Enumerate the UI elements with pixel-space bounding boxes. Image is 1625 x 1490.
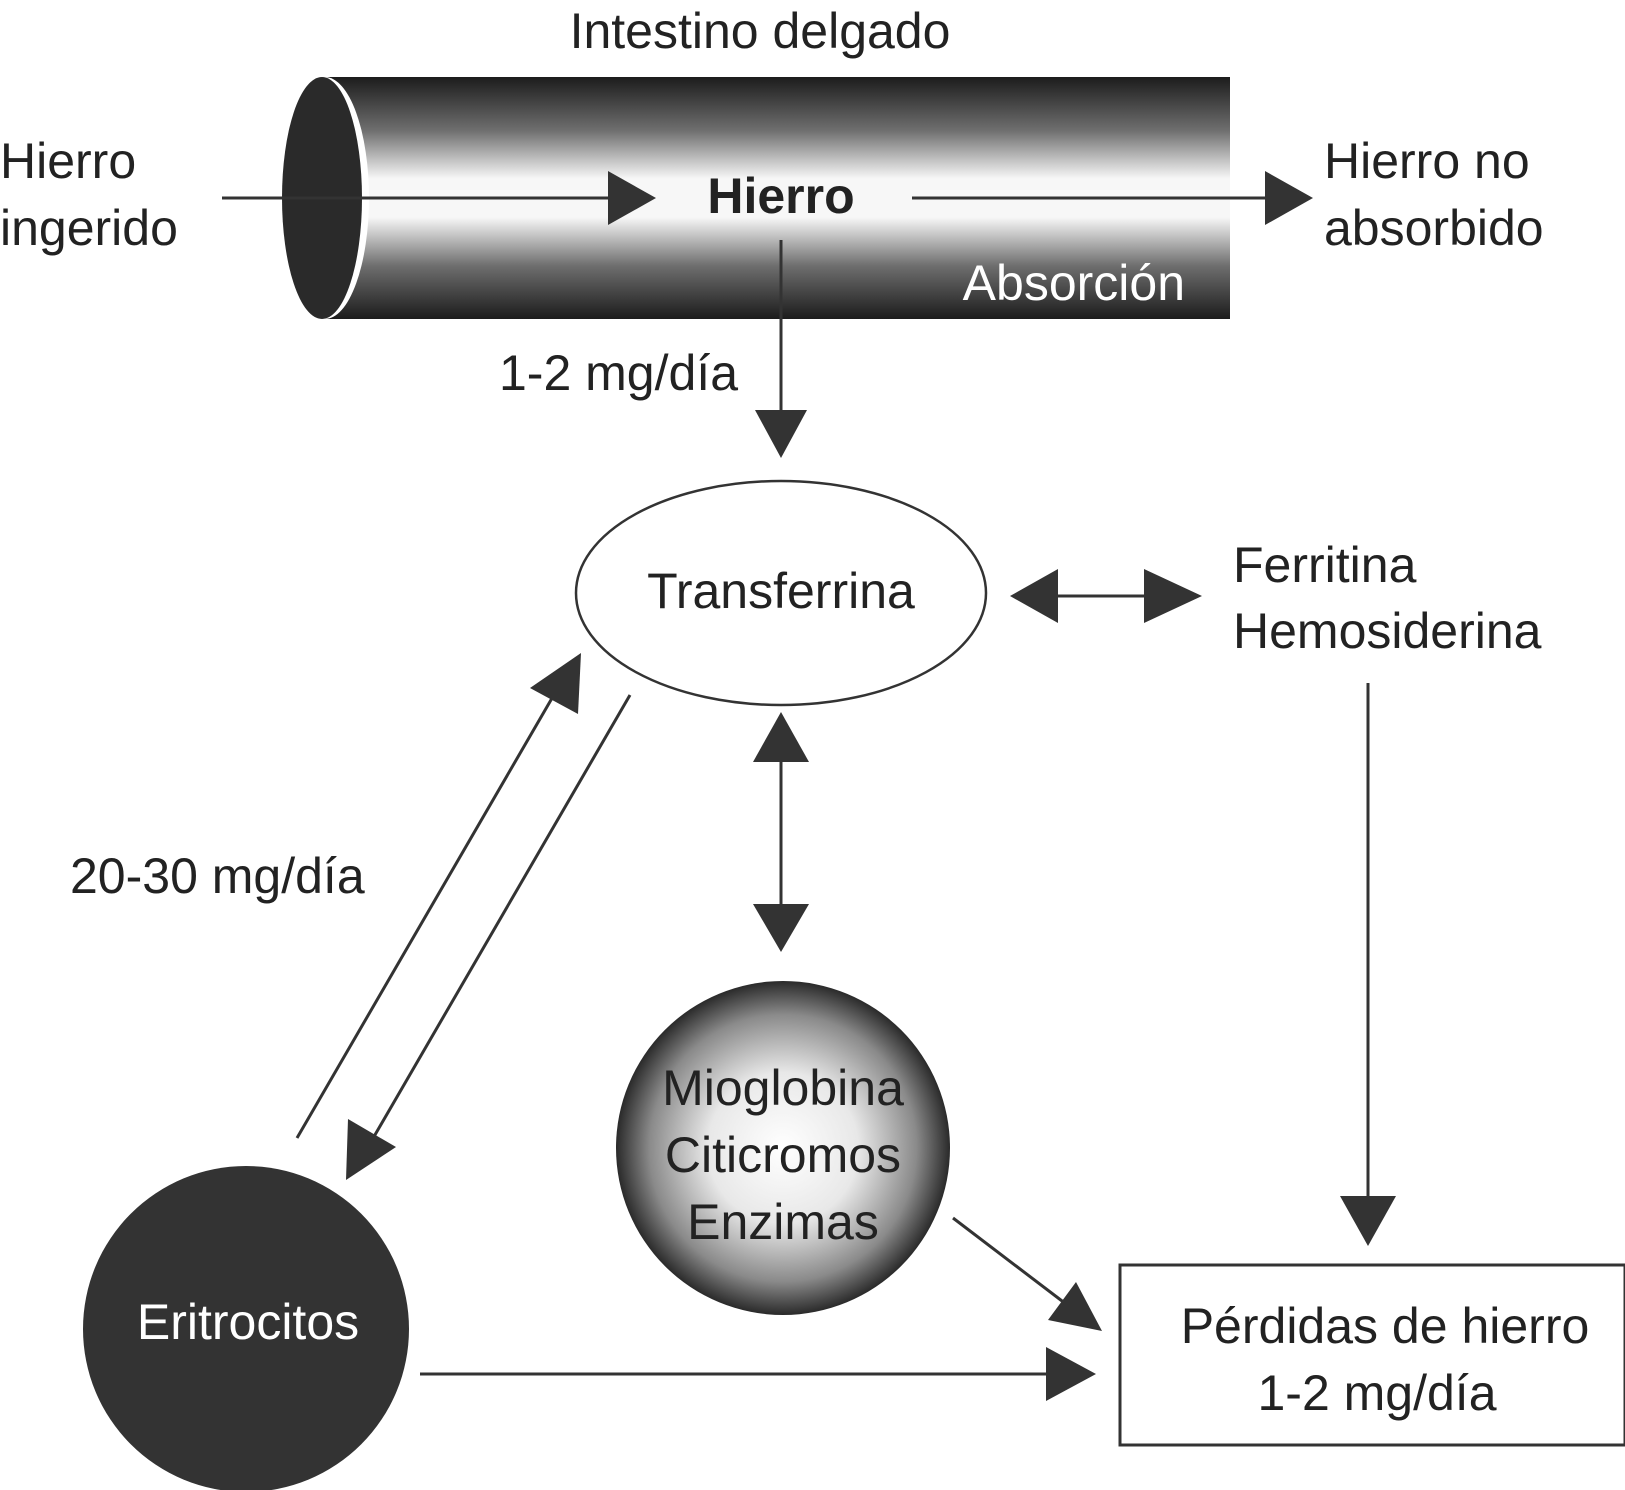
transferrin-myoglobin-arrow bbox=[753, 712, 809, 952]
ingested-iron-label-2: ingerido bbox=[0, 200, 178, 256]
cytochromes-label: Citicromos bbox=[665, 1127, 901, 1183]
erythrocytes-to-transferrin-arrow bbox=[295, 653, 581, 1139]
absorption-arrow bbox=[755, 240, 807, 458]
erythrocytes-label: Eritrocitos bbox=[137, 1294, 359, 1350]
iron-losses-rate-label: 1-2 mg/día bbox=[1257, 1365, 1496, 1421]
absorption-label: Absorción bbox=[963, 255, 1185, 311]
ingested-arrow bbox=[222, 171, 656, 225]
myoglobin-to-losses-arrow bbox=[952, 1216, 1102, 1331]
erythrocytes-node bbox=[83, 1166, 409, 1490]
iron-losses-box bbox=[1118, 1263, 1625, 1447]
ingested-iron-label: Hierro bbox=[0, 133, 136, 189]
transferrin-ferritin-arrow bbox=[1010, 569, 1202, 623]
hemosiderin-label: Hemosiderina bbox=[1233, 603, 1542, 659]
intestine-title: Intestino delgado bbox=[570, 3, 951, 59]
enzymes-label: Enzimas bbox=[687, 1194, 879, 1250]
unabsorbed-iron-label-2: absorbido bbox=[1324, 200, 1544, 256]
erythrocyte-rate-label: 20-30 mg/día bbox=[70, 848, 365, 904]
transferrin-label: Transferrina bbox=[647, 563, 915, 619]
iron-center-label: Hierro bbox=[707, 168, 854, 224]
ferritin-to-losses-arrow bbox=[1340, 683, 1396, 1246]
transferrin-node bbox=[574, 479, 988, 707]
erythrocytes-to-losses-arrow bbox=[420, 1347, 1096, 1401]
absorption-rate-label: 1-2 mg/día bbox=[499, 345, 738, 401]
iron-losses-label: Pérdidas de hierro bbox=[1181, 1298, 1590, 1354]
transferrin-to-erythrocytes-arrow bbox=[346, 694, 632, 1180]
ferritin-label: Ferritina bbox=[1233, 537, 1417, 593]
myoglobin-sphere bbox=[616, 981, 950, 1315]
unabsorbed-iron-label: Hierro no bbox=[1324, 133, 1530, 189]
unabsorbed-arrow bbox=[912, 171, 1313, 225]
myoglobin-label: Mioglobina bbox=[662, 1060, 904, 1116]
